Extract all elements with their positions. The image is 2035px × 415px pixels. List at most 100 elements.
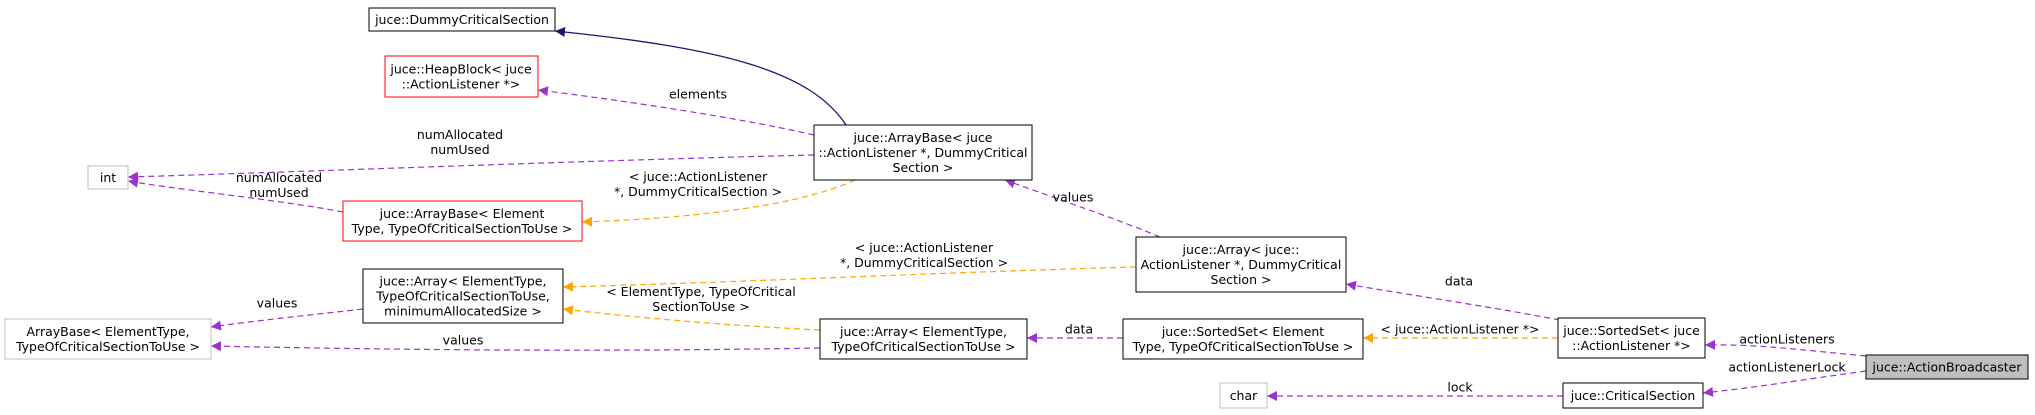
edge-label-template-args-elementtype-line-1: < ElementType, TypeOfCritical: [606, 284, 796, 299]
node-label-array-listener-line-1: juce::Array< juce::: [1182, 242, 1300, 257]
edge-elements: [537, 86, 815, 136]
edge-num-1: [127, 154, 815, 182]
node-label-action-broadcaster-line-1: juce::ActionBroadcaster: [1872, 360, 2023, 375]
node-critical-section[interactable]: juce::CriticalSection: [1562, 382, 1704, 409]
edge-label-template-args-array: < juce::ActionListener*, DummyCriticalSe…: [840, 240, 1008, 270]
node-arraybase-listener[interactable]: juce::ArrayBase< juce::ActionListener *,…: [813, 124, 1033, 181]
edge-label-data-2-line-1: data: [1065, 322, 1093, 337]
node-label-arraybase-template: juce::ArrayBase< ElementType, TypeOfCrit…: [351, 206, 573, 236]
node-label-heapblock: juce::HeapBlock< juce::ActionListener *>: [389, 62, 532, 92]
node-label-arraybase-template-line-2: Type, TypeOfCriticalSectionToUse >: [351, 221, 573, 236]
edge-label-template-args-arraybase: < juce::ActionListener*, DummyCriticalSe…: [614, 169, 782, 199]
node-arraybase-template[interactable]: juce::ArrayBase< ElementType, TypeOfCrit…: [342, 200, 583, 242]
node-action-broadcaster[interactable]: juce::ActionBroadcaster: [1865, 354, 2029, 380]
node-label-array-template-full-line-3: minimumAllocatedSize >: [384, 304, 542, 319]
node-label-array-template-full-line-1: juce::Array< ElementType,: [379, 274, 547, 289]
edge-label-elements-line-1: elements: [669, 87, 727, 102]
node-label-critical-section: juce::CriticalSection: [1570, 388, 1696, 403]
node-label-arraybase-listener-line-2: ::ActionListener *, DummyCritical: [818, 145, 1027, 160]
edge-label-template-args-arraybase-line-1: < juce::ActionListener: [629, 169, 768, 184]
node-label-arraybase-external: ArrayBase< ElementType,TypeOfCriticalSec…: [15, 324, 200, 354]
node-label-heapblock-line-2: ::ActionListener *>: [402, 77, 521, 92]
node-label-arraybase-template-line-1: juce::ArrayBase< Element: [379, 206, 545, 221]
node-label-arraybase-external-line-1: ArrayBase< ElementType,: [27, 324, 190, 339]
node-label-sortedset-listener: juce::SortedSet< juce::ActionListener *>: [1562, 323, 1700, 353]
edge-label-template-args-elementtype: < ElementType, TypeOfCriticalSectionToUs…: [606, 284, 796, 314]
edge-label-lock-line-1: lock: [1447, 380, 1473, 395]
edge-label-elements: elements: [669, 87, 727, 102]
edge-label-action-listener-lock-line-1: actionListenerLock: [1728, 360, 1846, 375]
edge-label-data-2: data: [1065, 322, 1093, 337]
edge-template-arraybase: [581, 179, 856, 227]
node-label-int-line-1: int: [100, 170, 116, 185]
edge-inherit-dummy: [554, 27, 847, 126]
edge-label-template-args-arraybase-line-2: *, DummyCriticalSection >: [614, 184, 782, 199]
edge-action-listener-lock: [1702, 370, 1867, 397]
node-char[interactable]: char: [1219, 382, 1268, 409]
edge-label-num-allocated-used-1-line-2: numUsed: [430, 142, 489, 157]
node-sortedset-template[interactable]: juce::SortedSet< ElementType, TypeOfCrit…: [1122, 318, 1364, 360]
edge-label-values-3: values: [443, 333, 484, 348]
edge-label-values-1: values: [1053, 190, 1094, 205]
node-label-int: int: [100, 170, 116, 185]
edge-label-template-args-elementtype-line-2: SectionToUse >: [652, 299, 749, 314]
node-label-array-template-full: juce::Array< ElementType,TypeOfCriticalS…: [375, 274, 550, 319]
edge-label-values-3-line-1: values: [443, 333, 484, 348]
node-heapblock[interactable]: juce::HeapBlock< juce::ActionListener *>: [384, 55, 539, 98]
node-array-listener[interactable]: juce::Array< juce::ActionListener *, Dum…: [1135, 236, 1347, 293]
node-label-sortedset-template-line-1: juce::SortedSet< Element: [1161, 324, 1324, 339]
node-dummy-critical-section[interactable]: juce::DummyCriticalSection: [368, 7, 556, 32]
edge-label-data-1: data: [1445, 274, 1473, 289]
edge-label-action-listener-lock: actionListenerLock: [1728, 360, 1846, 375]
node-label-array-listener-line-3: Section >: [1211, 272, 1272, 287]
node-label-arraybase-external-line-2: TypeOfCriticalSectionToUse >: [15, 339, 200, 354]
node-label-arraybase-listener: juce::ArrayBase< juce::ActionListener *,…: [818, 130, 1027, 175]
edge-label-action-listeners: actionListeners: [1739, 332, 1834, 347]
edge-label-data-1-line-1: data: [1445, 274, 1473, 289]
node-arraybase-external[interactable]: ArrayBase< ElementType,TypeOfCriticalSec…: [4, 318, 212, 360]
edge-num-2: [127, 177, 344, 213]
node-label-sortedset-template-line-2: Type, TypeOfCriticalSectionToUse >: [1132, 339, 1354, 354]
node-int[interactable]: int: [87, 165, 129, 190]
node-label-critical-section-line-1: juce::CriticalSection: [1570, 388, 1696, 403]
node-label-array-template: juce::Array< ElementType,TypeOfCriticalS…: [830, 324, 1015, 354]
edge-data-1: [1345, 280, 1561, 321]
edge-label-num-allocated-used-2-line-1: numAllocated: [236, 170, 322, 185]
edge-values-2: [210, 308, 364, 331]
node-label-char-line-1: char: [1230, 388, 1258, 403]
node-label-heapblock-line-1: juce::HeapBlock< juce: [389, 62, 532, 77]
edge-label-lock: lock: [1447, 380, 1473, 395]
node-sortedset-listener[interactable]: juce::SortedSet< juce::ActionListener *>: [1557, 317, 1706, 359]
edge-label-num-allocated-used-2-line-2: numUsed: [249, 185, 308, 200]
node-label-array-listener: juce::Array< juce::ActionListener *, Dum…: [1141, 242, 1342, 287]
node-label-char: char: [1230, 388, 1258, 403]
edge-label-template-args-sortedset: < juce::ActionListener *>: [1381, 322, 1540, 337]
node-label-array-template-line-2: TypeOfCriticalSectionToUse >: [830, 339, 1015, 354]
node-label-sortedset-listener-line-1: juce::SortedSet< juce: [1562, 323, 1700, 338]
node-label-array-template-full-line-2: TypeOfCriticalSectionToUse,: [375, 289, 550, 304]
edge-label-values-1-line-1: values: [1053, 190, 1094, 205]
edge-label-template-args-sortedset-line-1: < juce::ActionListener *>: [1381, 322, 1540, 337]
edge-label-template-args-array-line-2: *, DummyCriticalSection >: [840, 255, 1008, 270]
node-label-arraybase-listener-line-1: juce::ArrayBase< juce: [853, 130, 993, 145]
node-array-template[interactable]: juce::Array< ElementType,TypeOfCriticalS…: [819, 318, 1028, 360]
edge-action-listeners: [1704, 339, 1867, 357]
edge-label-action-listeners-line-1: actionListeners: [1739, 332, 1834, 347]
edge-label-values-2: values: [257, 296, 298, 311]
edge-template-array: [562, 266, 1137, 292]
node-label-array-template-line-1: juce::Array< ElementType,: [839, 324, 1007, 339]
node-label-action-broadcaster: juce::ActionBroadcaster: [1872, 360, 2023, 375]
edge-label-template-args-array-line-1: < juce::ActionListener: [855, 240, 994, 255]
edge-label-num-allocated-used-1-line-1: numAllocated: [417, 127, 503, 142]
node-label-dummy-critical-section-line-1: juce::DummyCriticalSection: [374, 12, 549, 27]
edge-values-1: [1004, 178, 1161, 238]
node-label-dummy-critical-section: juce::DummyCriticalSection: [374, 12, 549, 27]
node-label-sortedset-listener-line-2: ::ActionListener *>: [1572, 338, 1691, 353]
edge-values-3: [210, 341, 821, 352]
edge-label-values-2-line-1: values: [257, 296, 298, 311]
node-label-sortedset-template: juce::SortedSet< ElementType, TypeOfCrit…: [1132, 324, 1354, 354]
node-array-template-full[interactable]: juce::Array< ElementType,TypeOfCriticalS…: [362, 268, 564, 324]
